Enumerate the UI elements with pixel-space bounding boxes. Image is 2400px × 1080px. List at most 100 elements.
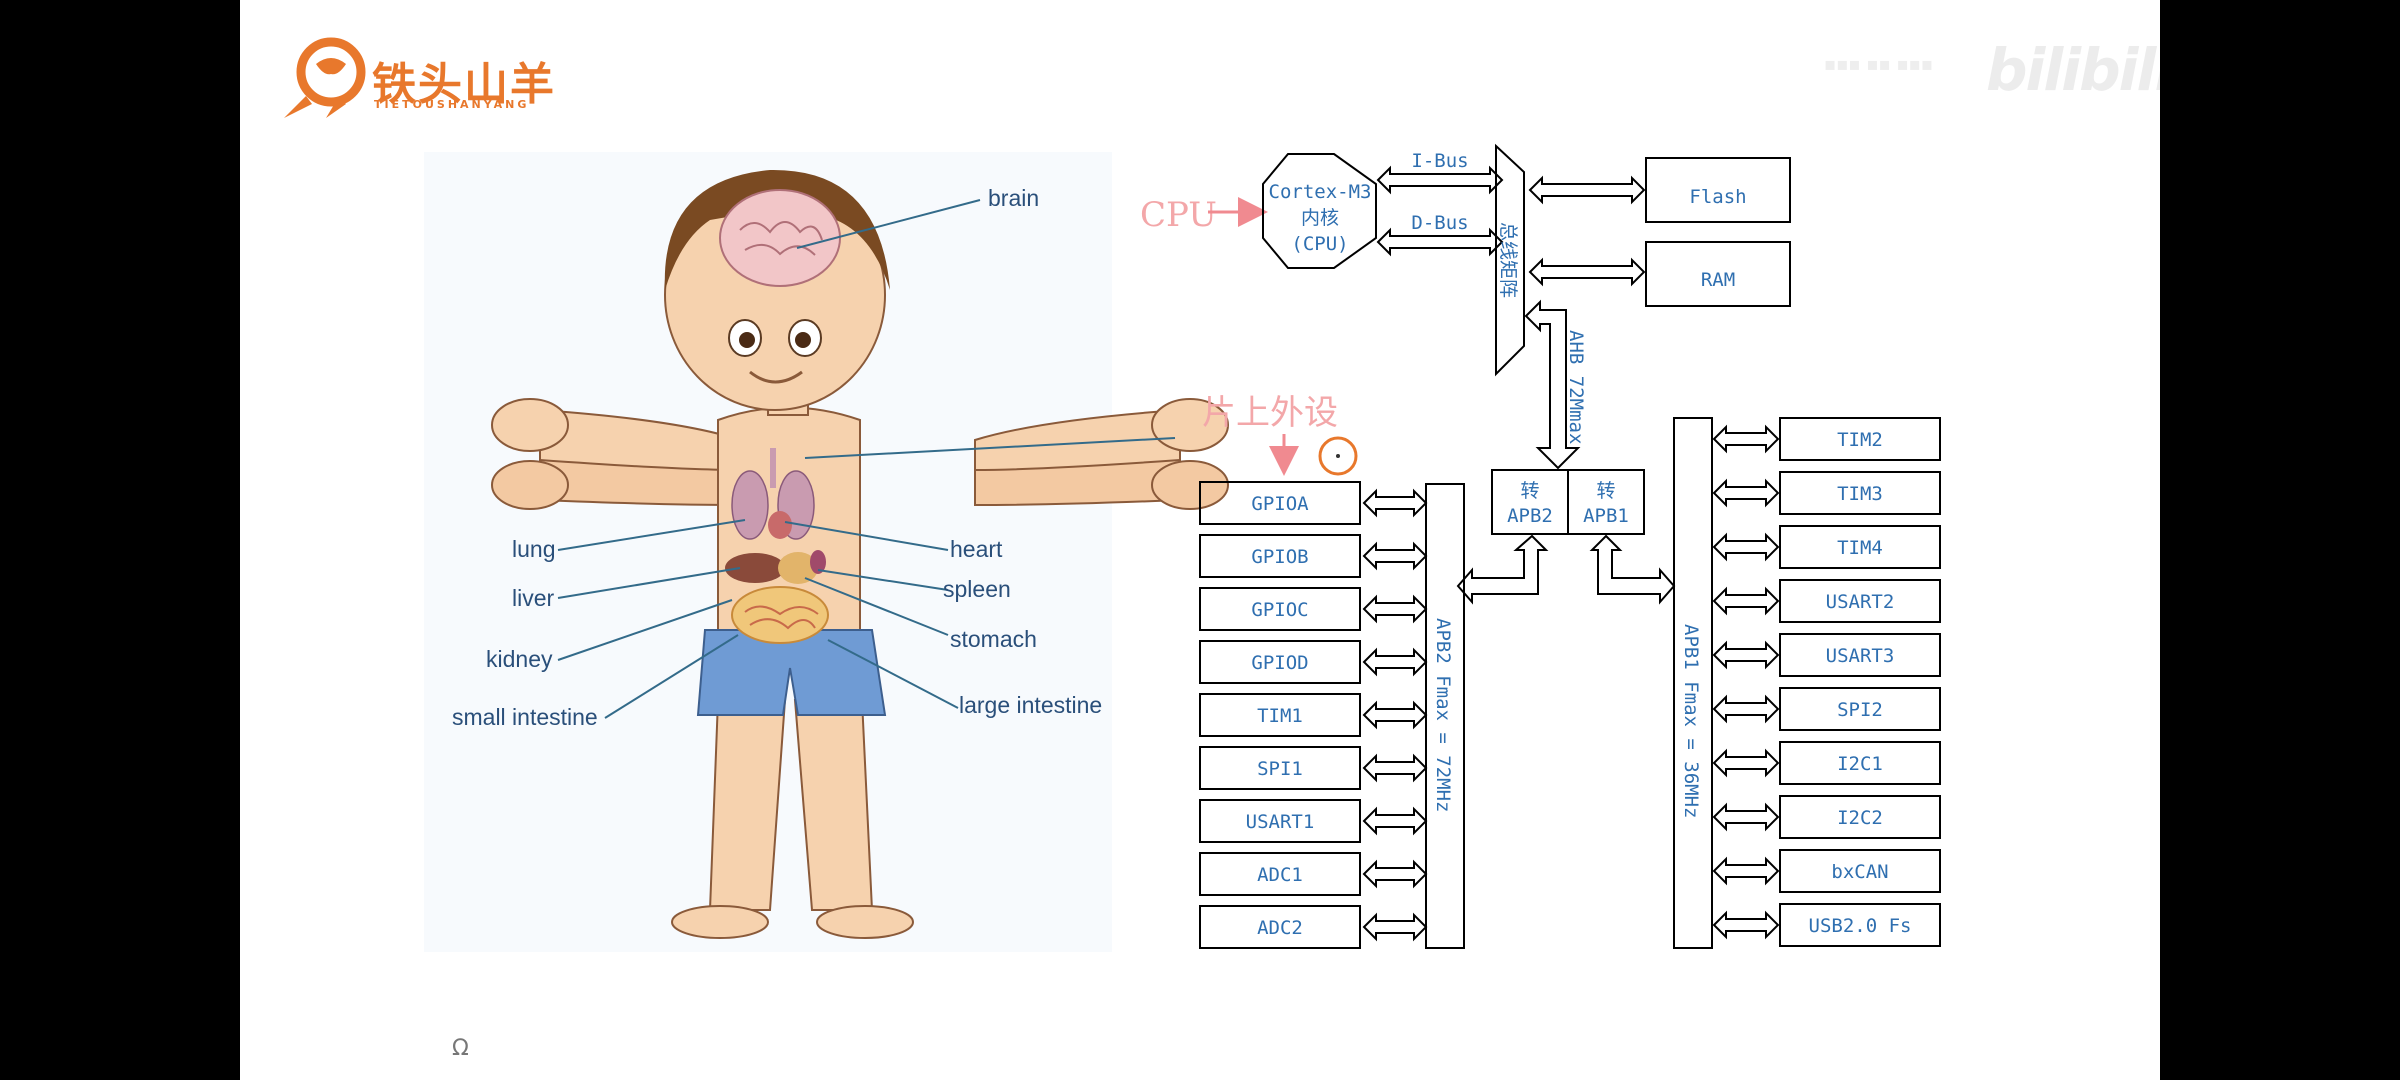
flash-block	[1645, 157, 1791, 223]
peripheral-link-arrow-i2c1	[1712, 748, 1780, 778]
cursor-highlight-ring	[1318, 436, 1358, 476]
peripheral-label-gpioc: GPIOC	[1251, 599, 1308, 621]
peripheral-label-i2c2: I2C2	[1837, 807, 1883, 829]
peripheral-label-adc1: ADC1	[1257, 864, 1303, 886]
peripheral-label-bxcan: bxCAN	[1831, 861, 1888, 883]
peripheral-label-tim1: TIM1	[1257, 705, 1303, 727]
peripheral-label-gpiod: GPIOD	[1251, 652, 1308, 674]
label-brain: brain	[988, 185, 1039, 211]
peripheral-label-gpiob: GPIOB	[1251, 546, 1308, 568]
peripheral-block-usart1	[1199, 799, 1361, 843]
peripheral-block-spi1	[1199, 746, 1361, 790]
peripheral-block-gpioa	[1199, 481, 1361, 525]
peripheral-block-tim1	[1199, 693, 1361, 737]
peripheral-label-spi1: SPI1	[1257, 758, 1303, 780]
apb1-bus-bar	[1673, 417, 1713, 949]
peripheral-link-arrow-gpioc	[1362, 594, 1428, 624]
core-line3: (CPU)	[1291, 233, 1348, 255]
peripheral-label-tim2: TIM2	[1837, 429, 1883, 451]
peripheral-link-arrow-gpiob	[1362, 541, 1428, 571]
peripheral-block-tim4	[1779, 525, 1941, 569]
peripheral-block-tim3	[1779, 471, 1941, 515]
peripheral-label-tim4: TIM4	[1837, 537, 1883, 559]
apb1-bridge-arrow	[1589, 534, 1676, 605]
flash-link-arrow	[1528, 175, 1646, 205]
apb2-peripherals: GPIOA GPIOB GPIOC GPIOD TIM1SPI1USART1ADC1AD…	[1199, 481, 1428, 949]
ram-label: RAM	[1701, 269, 1735, 291]
peripherals-annotation: 片上外设	[1202, 393, 1338, 433]
label-small-intestine: small intestine	[452, 704, 598, 730]
logo-name-cn: 铁头山羊	[372, 59, 556, 110]
peripheral-block-gpiod	[1199, 640, 1361, 684]
peripheral-label-i2c1: I2C1	[1837, 753, 1883, 775]
peripheral-link-arrow-tim1	[1362, 700, 1428, 730]
ibus-arrow	[1376, 165, 1504, 195]
peripheral-link-arrow-spi2	[1712, 694, 1780, 724]
peripheral-label-usart1: USART1	[1246, 811, 1315, 833]
peripheral-link-arrow-usart1	[1362, 806, 1428, 836]
peripheral-link-arrow-tim3	[1712, 478, 1780, 508]
watermark-username: ▪▪▪ ▪▪ ▪▪▪	[1824, 54, 1934, 75]
peripheral-label-spi2: SPI2	[1837, 699, 1883, 721]
peripheral-block-spi2	[1779, 687, 1941, 731]
peripheral-link-arrow-gpiod	[1362, 647, 1428, 677]
label-spleen: spleen	[943, 576, 1011, 602]
ibus-label: I-Bus	[1411, 150, 1468, 172]
slide-drawing: brain lung heart liver spleen kidney sto…	[424, 143, 1941, 952]
label-lung: lung	[512, 536, 555, 562]
core-line2: 内核	[1301, 207, 1339, 229]
peripheral-block-usart3	[1779, 633, 1941, 677]
ahb-arrow	[1524, 299, 1581, 470]
bus-matrix-block	[1495, 143, 1525, 377]
peripheral-link-arrow-gpioa	[1362, 488, 1428, 518]
peripheral-label-usart2: USART2	[1826, 591, 1895, 613]
peripheral-block-usart2	[1779, 579, 1941, 623]
peripheral-label-adc2: ADC2	[1257, 917, 1303, 939]
peripheral-link-arrow-usart3	[1712, 640, 1780, 670]
peripheral-link-arrow-bxcan	[1712, 856, 1780, 886]
bus-matrix-label: 总线矩阵	[1497, 222, 1519, 298]
peripheral-label-usb2-0-fs: USB2.0 Fs	[1809, 915, 1912, 937]
apb2-bus-label: APB2 Fmax = 72MHz	[1432, 618, 1454, 812]
peripheral-block-adc2	[1199, 905, 1361, 949]
peripheral-link-arrow-spi1	[1362, 753, 1428, 783]
core-line1: Cortex-M3	[1269, 181, 1372, 203]
label-heart: heart	[950, 536, 1003, 562]
peripheral-block-usb2-0-fs	[1779, 903, 1941, 947]
peripheral-block-adc1	[1199, 852, 1361, 896]
apb2-bridge-arrow	[1456, 534, 1549, 605]
peripheral-block-i2c1	[1779, 741, 1941, 785]
ram-block	[1645, 241, 1791, 307]
label-liver: liver	[512, 585, 555, 611]
label-stomach: stomach	[950, 626, 1037, 652]
apb2-bridge-line1: 转	[1520, 480, 1539, 502]
peripheral-link-arrow-adc2	[1362, 912, 1428, 942]
peripheral-block-gpiob	[1199, 534, 1361, 578]
apb1-bus-label: APB1 Fmax = 36MHz	[1680, 624, 1702, 818]
peripheral-label-gpioa: GPIOA	[1251, 493, 1309, 515]
peripheral-block-bxcan	[1779, 849, 1941, 893]
cpu-annotation: CPU	[1140, 195, 1217, 235]
bilibili-watermark: bilibili	[1986, 36, 2160, 104]
boy-anatomy-illustration: brain lung heart liver spleen kidney sto…	[424, 152, 1229, 952]
goat-logo-icon	[284, 37, 366, 118]
ram-link-arrow	[1528, 257, 1646, 287]
apb1-bridge-block	[1567, 469, 1645, 535]
peripheral-link-arrow-adc1	[1362, 859, 1428, 889]
slide: 铁头山羊 TIETOUSHANYANG ▪▪▪ ▪▪ ▪▪▪ bilibili	[240, 0, 2160, 1080]
peripheral-label-usart3: USART3	[1826, 645, 1895, 667]
corner-glyph: Ω	[452, 1036, 469, 1061]
apb1-peripherals: TIM2TIM3TIM4USART2USART3SPI2I2C1I2C2bxCA…	[1712, 417, 1941, 947]
dbus-arrow	[1376, 227, 1504, 257]
apb1-bridge-line1: 转	[1596, 480, 1615, 502]
peripheral-link-arrow-tim2	[1712, 424, 1780, 454]
dbus-label: D-Bus	[1411, 212, 1468, 234]
label-kidney: kidney	[486, 646, 553, 672]
peripheral-block-tim2	[1779, 417, 1941, 461]
peripheral-link-arrow-tim4	[1712, 532, 1780, 562]
peripheral-link-arrow-usb2-0-fs	[1712, 910, 1780, 940]
label-large-intestine: large intestine	[959, 692, 1102, 718]
stm32-block-diagram: CPU Cortex-M3 内核 (CPU) I-Bus D-Bus 总线矩阵 …	[1140, 143, 1941, 949]
cortex-m3-core-block	[1262, 153, 1377, 269]
apb2-bridge-line2: APB2	[1507, 505, 1553, 527]
